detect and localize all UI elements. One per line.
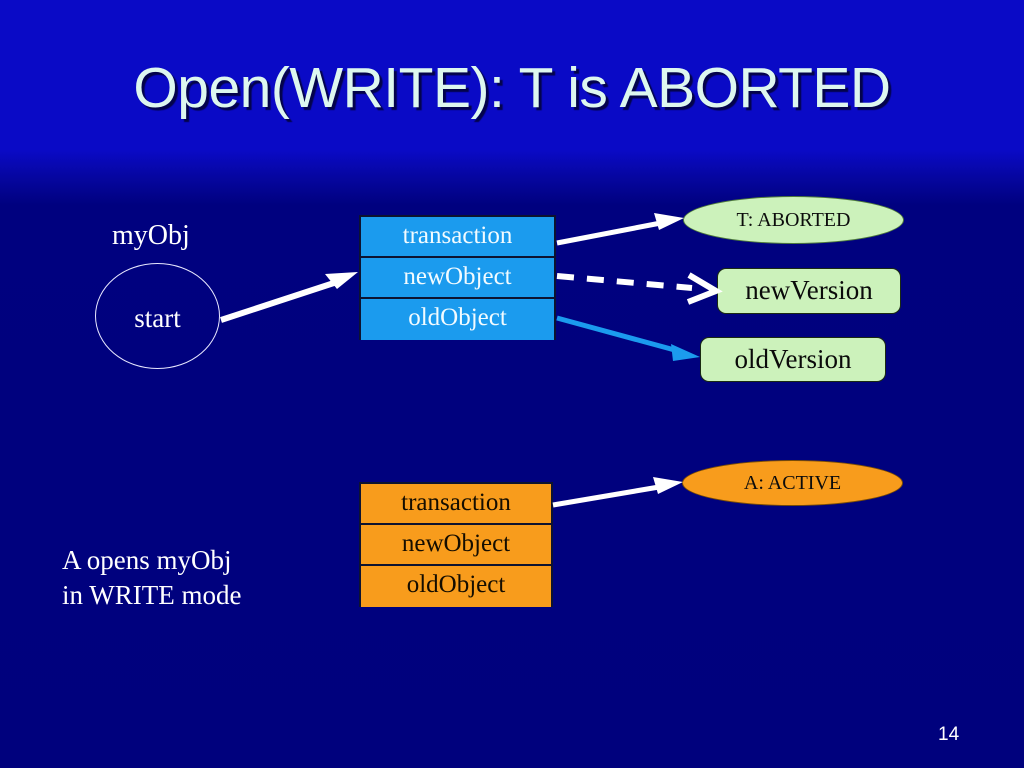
transaction-record-top: transaction newObject oldObject bbox=[359, 215, 556, 340]
record-row-transaction: transaction bbox=[361, 217, 554, 258]
start-circle-shape bbox=[95, 263, 220, 369]
arrow-start-to-transaction bbox=[220, 272, 358, 323]
old-version-box: oldVersion bbox=[700, 337, 886, 382]
arrow-oldobject-to-oldversion bbox=[556, 315, 700, 361]
new-version-box: newVersion bbox=[717, 268, 901, 314]
transaction-record-bottom: transaction newObject oldObject bbox=[359, 482, 553, 607]
record-row-oldobject: oldObject bbox=[361, 299, 554, 340]
record-row-oldobject: oldObject bbox=[361, 566, 551, 607]
record-row-newobject: newObject bbox=[361, 525, 551, 566]
myobj-label: myObj bbox=[112, 220, 190, 251]
aborted-state-ellipse: T: ABORTED bbox=[683, 196, 904, 244]
slide-title: Open(WRITE): T is ABORTED bbox=[133, 56, 891, 120]
arrow-transaction-to-active bbox=[552, 477, 683, 508]
page-number: 14 bbox=[938, 724, 960, 745]
record-row-newobject: newObject bbox=[361, 258, 554, 299]
arrow-newobject-to-newversion bbox=[556, 272, 723, 305]
slide-caption: A opens myObj in WRITE mode bbox=[62, 545, 242, 610]
active-state-ellipse: A: ACTIVE bbox=[682, 460, 903, 506]
record-row-transaction: transaction bbox=[361, 484, 551, 525]
arrow-transaction-to-aborted bbox=[556, 213, 684, 246]
start-circle-label: start bbox=[134, 303, 181, 333]
